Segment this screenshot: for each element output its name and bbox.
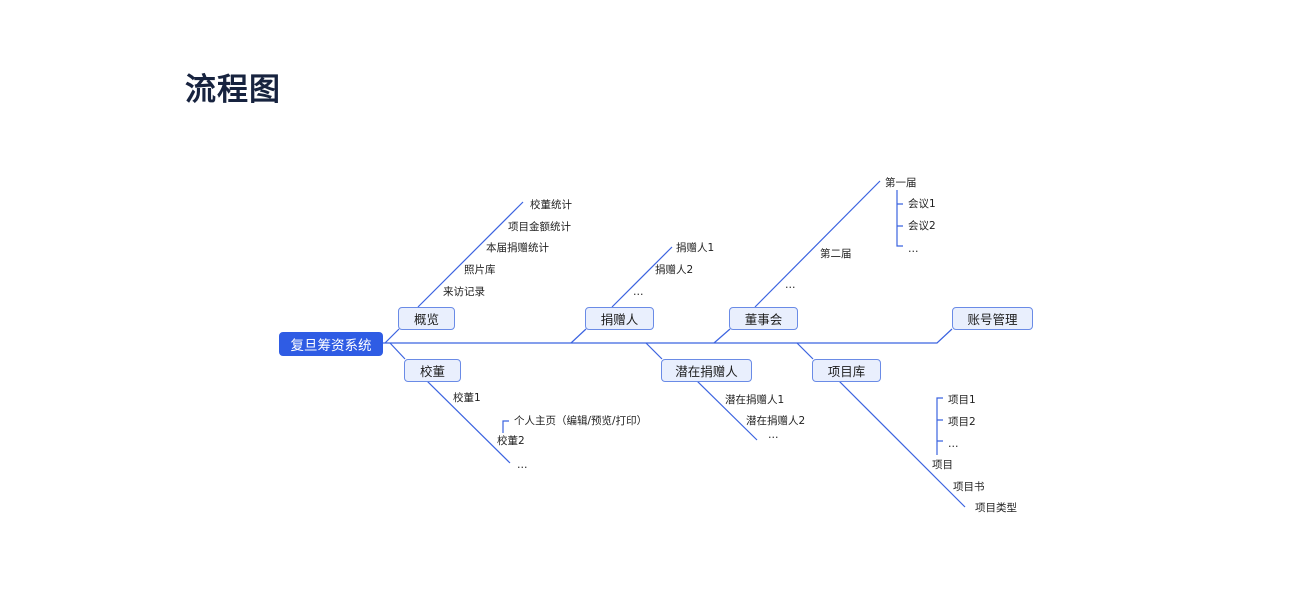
leaf[interactable]: … [948, 438, 959, 450]
link-board [713, 328, 731, 344]
link-potential [645, 342, 663, 360]
bone-projects [837, 379, 966, 508]
node-trustees[interactable]: 校董 [404, 359, 461, 382]
node-account[interactable]: 账号管理 [952, 307, 1033, 330]
root-node[interactable]: 复旦筹资系统 [279, 332, 383, 356]
spine [383, 328, 953, 344]
node-potential[interactable]: 潜在捐赠人 [661, 359, 752, 382]
node-overview[interactable]: 概览 [398, 307, 455, 330]
leaf[interactable]: 潜在捐赠人1 [725, 394, 785, 406]
leaf[interactable]: 潜在捐赠人2 [746, 415, 806, 427]
leaf[interactable]: 项目金额统计 [508, 221, 571, 233]
leaf[interactable]: 捐赠人1 [676, 242, 715, 254]
link-donors [570, 328, 587, 344]
leaf[interactable]: 校董2 [497, 435, 525, 447]
bone-donors [611, 246, 673, 308]
leaf[interactable]: … [633, 286, 644, 298]
leaf[interactable]: … [517, 459, 528, 471]
link-overview [384, 328, 400, 344]
leaf[interactable]: 项目类型 [975, 502, 1017, 514]
leaf[interactable]: 个人主页（编辑/预览/打印） [514, 415, 648, 427]
leaf[interactable]: 项目1 [948, 394, 976, 406]
link-projects [796, 342, 814, 360]
leaf[interactable]: 会议1 [908, 198, 936, 210]
leaf[interactable]: 照片库 [464, 264, 496, 276]
leaf[interactable]: 本届捐赠统计 [486, 242, 549, 254]
bracket-first-term [896, 190, 903, 247]
bone-trustees [425, 379, 511, 464]
leaf[interactable]: 第一届 [885, 177, 917, 189]
bracket-trustee2 [502, 420, 509, 433]
leaf[interactable]: 捐赠人2 [655, 264, 694, 276]
bone-potential [695, 379, 758, 441]
leaf[interactable]: … [908, 243, 919, 255]
leaf[interactable]: 校董1 [453, 392, 481, 404]
leaf[interactable]: 来访记录 [443, 286, 485, 298]
leaf[interactable]: 项目 [932, 459, 953, 471]
leaf[interactable]: … [785, 279, 796, 291]
node-board[interactable]: 董事会 [729, 307, 798, 330]
leaf[interactable]: … [768, 429, 779, 441]
leaf[interactable]: 校董统计 [530, 199, 572, 211]
leaf[interactable]: 项目书 [953, 481, 985, 493]
node-donors[interactable]: 捐赠人 [585, 307, 654, 330]
bone-overview [417, 201, 524, 308]
bone-board [754, 180, 881, 308]
leaf[interactable]: 项目2 [948, 416, 976, 428]
bracket-projects [936, 397, 943, 455]
leaf[interactable]: 第二届 [820, 248, 852, 260]
leaf[interactable]: 会议2 [908, 220, 936, 232]
node-projects[interactable]: 项目库 [812, 359, 881, 382]
link-trustees [389, 342, 406, 360]
page-title: 流程图 [185, 72, 281, 108]
